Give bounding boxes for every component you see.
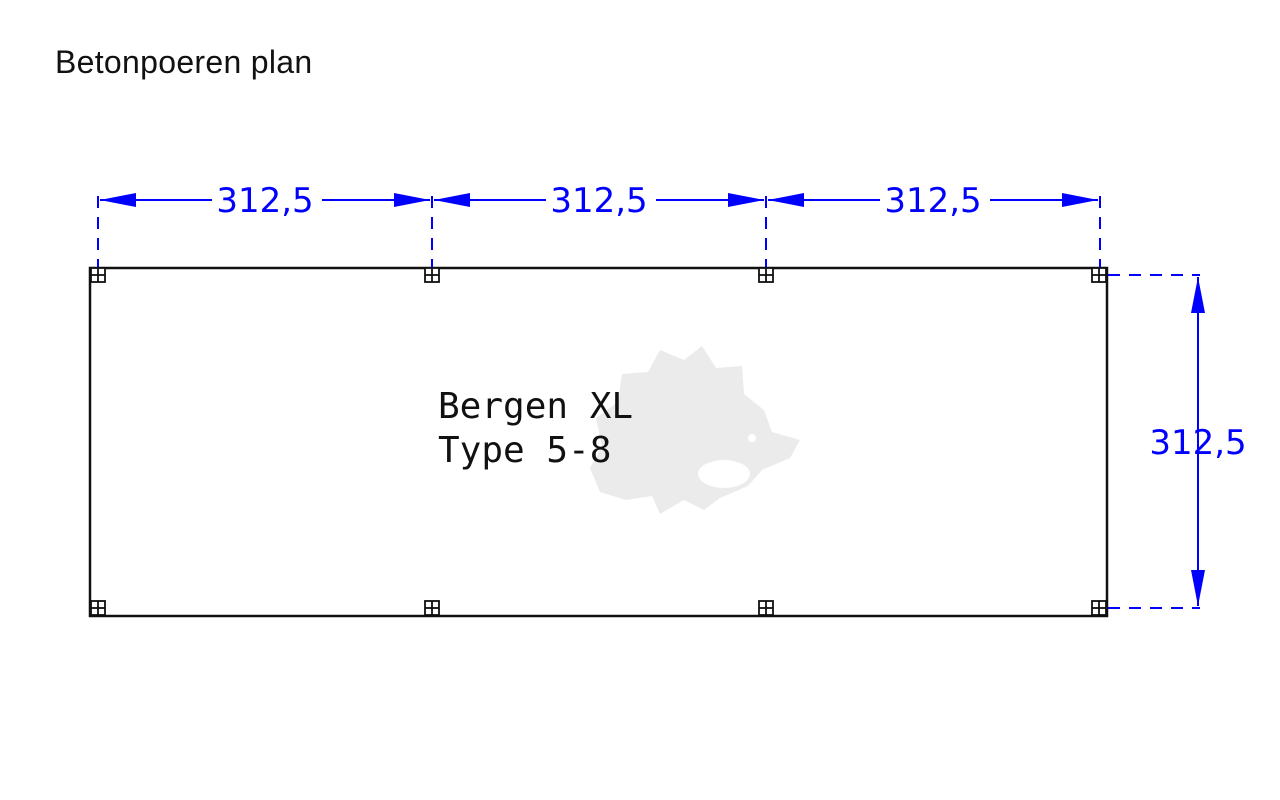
square-post-icon [424,600,440,616]
square-post-icon [1091,600,1107,616]
depth-dimension: 312,5 [1149,423,1246,463]
page-title: Betonpoeren plan [55,44,313,80]
span-dimension-2: 312,5 [550,181,647,221]
square-post-icon [424,267,440,283]
top-extension-lines [97,196,1101,268]
square-post-icon [90,267,106,283]
square-post-icon [90,600,106,616]
model-type: Type 5-8 [438,430,611,471]
square-post-icon [758,267,774,283]
square-post-icon [1091,267,1107,283]
post-markers [90,267,1107,616]
span-dimension-3: 312,5 [884,181,981,221]
hedgehog-icon [590,346,800,514]
square-post-icon [758,600,774,616]
model-name: Bergen XL [438,386,633,427]
span-dimension-1: 312,5 [216,181,313,221]
right-extension-lines [1108,274,1200,609]
foundation-outline [88,266,1109,618]
